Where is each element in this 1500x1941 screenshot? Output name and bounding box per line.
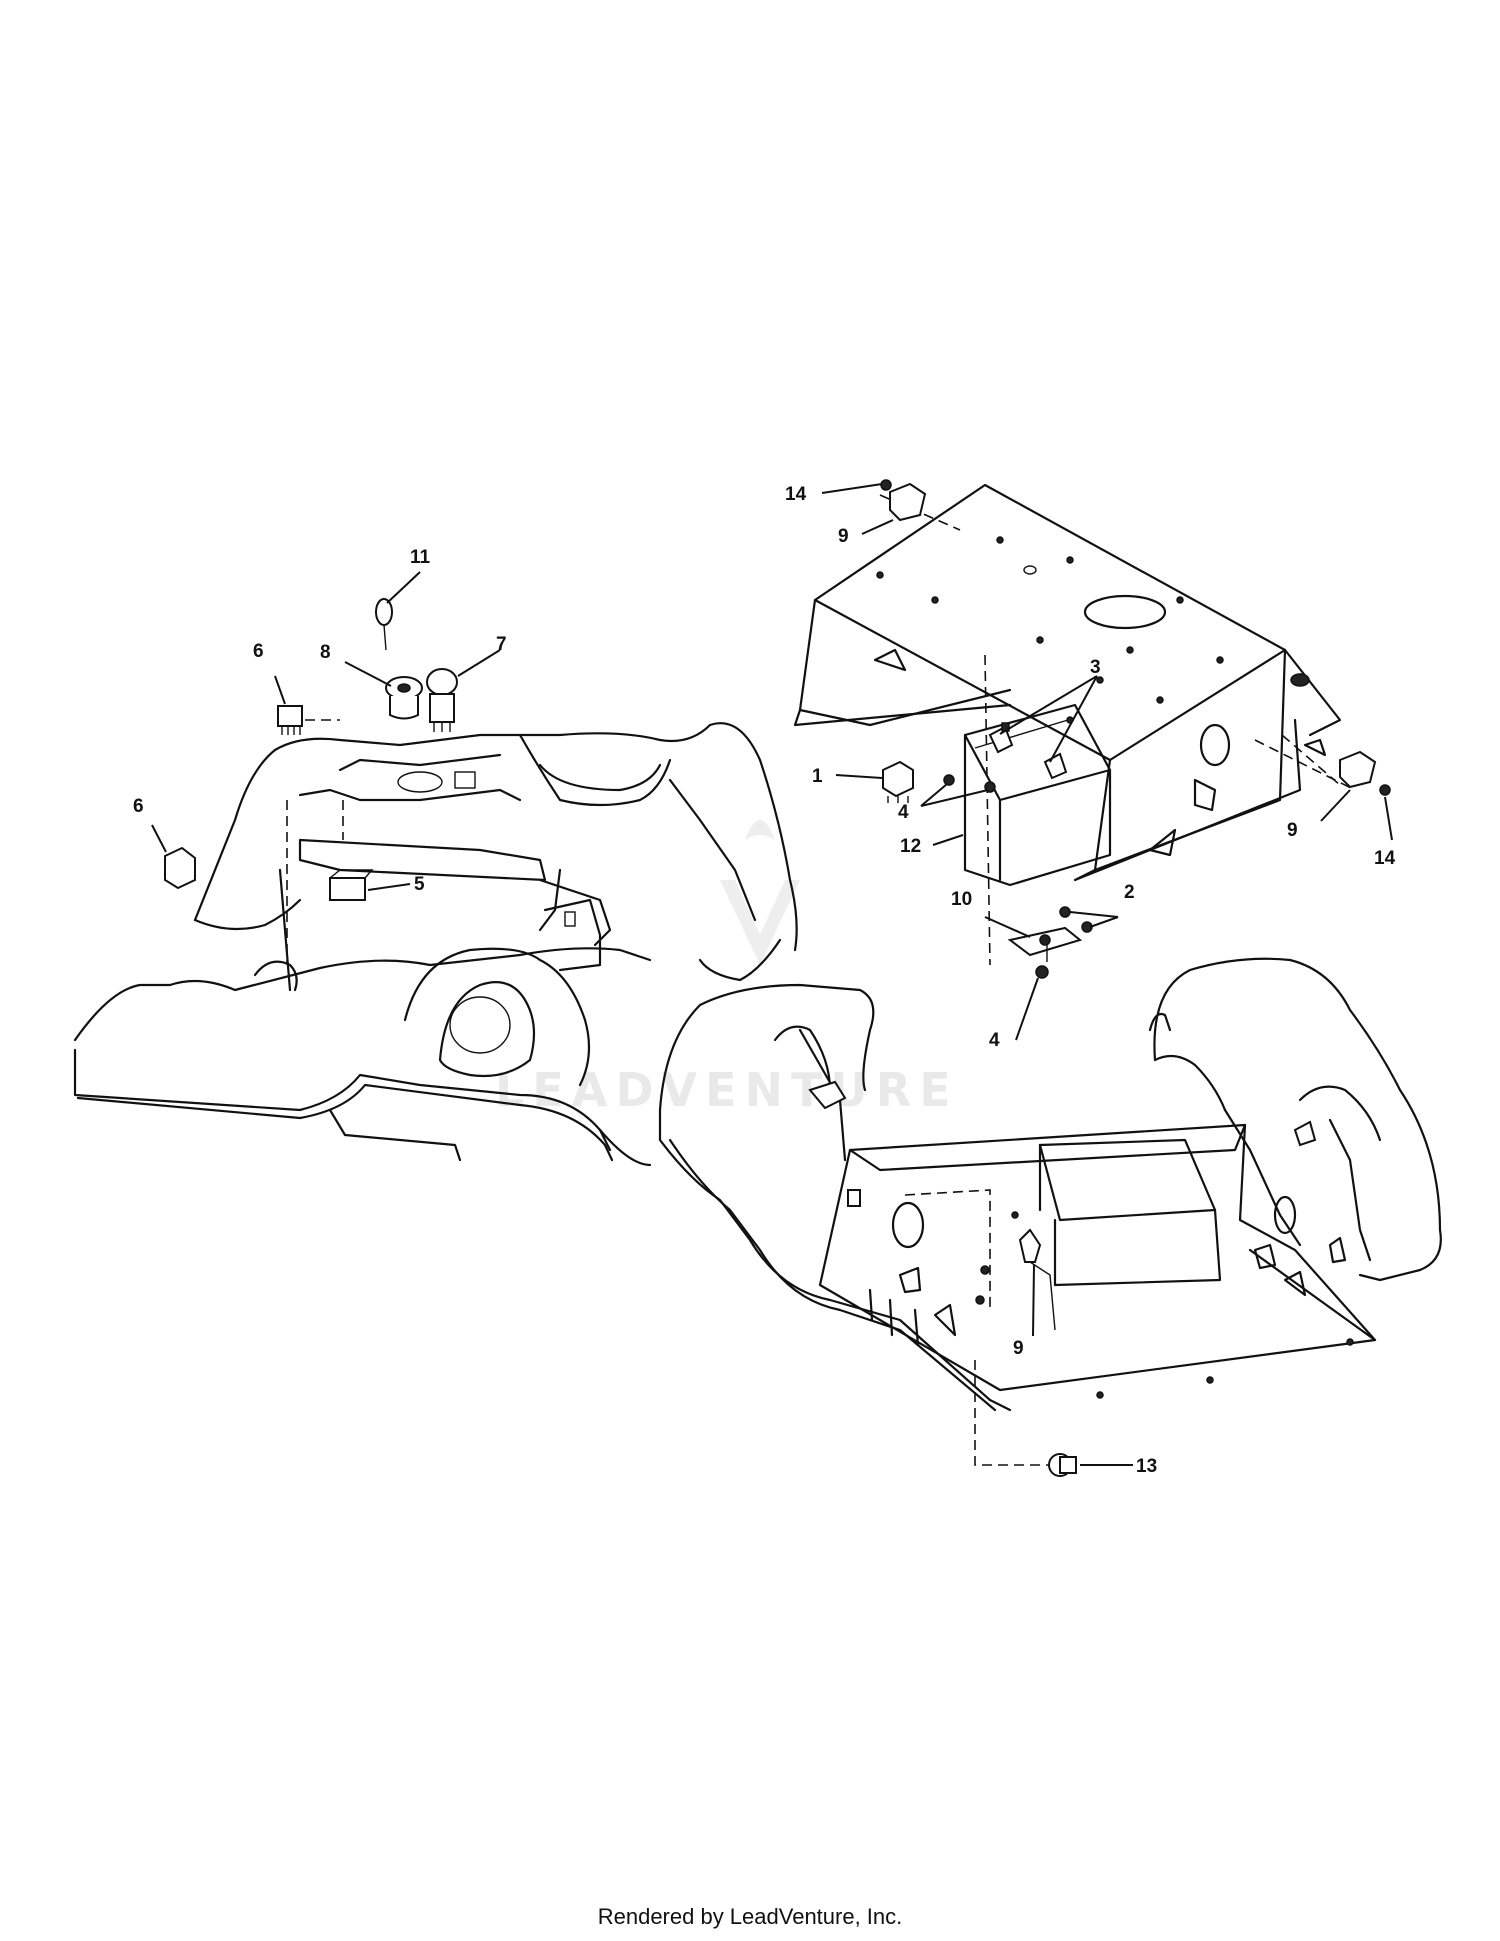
callout-12: 12 xyxy=(900,836,921,857)
callout-13: 13 xyxy=(1136,1456,1157,1477)
callout-6-left: 6 xyxy=(133,796,144,817)
callout-9-lower: 9 xyxy=(1013,1338,1024,1359)
callout-10: 10 xyxy=(951,889,972,910)
callout-4-upper: 4 xyxy=(898,802,909,823)
watermark: LEADVENTURE xyxy=(495,820,959,1117)
part-9-switch-lower xyxy=(1018,1228,1056,1331)
callout-3: 3 xyxy=(1090,657,1101,678)
part-9-switch-upper xyxy=(889,482,927,522)
callout-9-right: 9 xyxy=(1287,820,1298,841)
part-10-bracket xyxy=(1007,926,1083,962)
part-1-switch xyxy=(882,760,914,803)
callout-14-right: 14 xyxy=(1374,848,1396,869)
leader-lines xyxy=(151,483,1393,1466)
part-7-pto-knob xyxy=(426,668,458,732)
callout-7: 7 xyxy=(496,634,507,655)
part-11-key xyxy=(375,598,393,651)
callout-4-lower: 4 xyxy=(989,1030,1000,1051)
callout-5: 5 xyxy=(414,874,425,895)
part-5-switch xyxy=(329,869,374,901)
part-9-switch-right xyxy=(1339,750,1377,789)
callout-11: 11 xyxy=(410,547,431,568)
seat-pan-battery-assembly xyxy=(793,479,1391,979)
callout-14-top: 14 xyxy=(785,484,807,505)
callout-9-top: 9 xyxy=(838,526,849,547)
footer-credit: Rendered by LeadVenture, Inc. xyxy=(597,1904,903,1929)
part-3-terminals xyxy=(988,722,1068,780)
rear-frame-fender-assembly xyxy=(658,957,1442,1477)
part-13-plug xyxy=(1048,1453,1077,1477)
callouts: 14 9 11 7 8 6 6 5 3 1 4 12 2 10 4 9 14 9… xyxy=(133,484,1396,1477)
dash-fender-assembly xyxy=(73,719,798,1167)
callout-2: 2 xyxy=(1124,882,1135,903)
part-6-switch-lower xyxy=(164,846,196,890)
watermark-text: LEADVENTURE xyxy=(495,1063,959,1117)
part-8-ignition xyxy=(385,676,423,720)
part-6-switch-upper xyxy=(277,705,303,735)
callout-8: 8 xyxy=(320,642,331,663)
callout-1: 1 xyxy=(812,766,823,787)
callout-6-top: 6 xyxy=(253,641,264,662)
